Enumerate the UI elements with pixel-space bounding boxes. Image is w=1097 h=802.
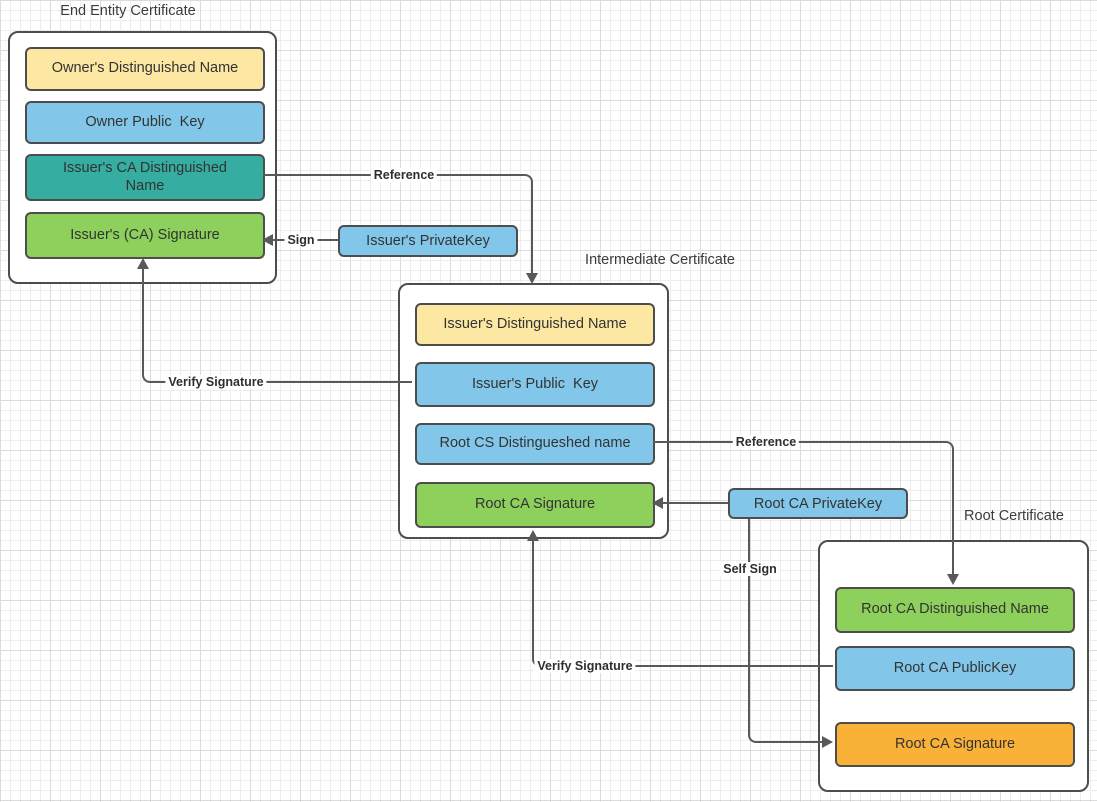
field-owners-distinguished-name: Owner's Distinguished Name bbox=[25, 47, 265, 91]
edge-label-reference-1: Reference bbox=[370, 168, 438, 182]
reference-to-root-connector bbox=[653, 441, 954, 578]
edge-label-sign: Sign bbox=[284, 233, 318, 247]
edge-label-verify-signature-1: Verify Signature bbox=[165, 375, 267, 389]
edge-label-verify-signature-2: Verify Signature bbox=[534, 659, 636, 673]
issuers-privatekey-box: Issuer's PrivateKey bbox=[338, 225, 518, 257]
arrowhead-left-icon bbox=[262, 234, 273, 246]
field-root-ca-publickey: Root CA PublicKey bbox=[835, 646, 1075, 691]
field-issuers-ca-distinguished-name: Issuer's CA Distinguished Name bbox=[25, 154, 265, 201]
field-owner-public-key: Owner Public Key bbox=[25, 101, 265, 144]
field-issuers-public-key: Issuer's Public Key bbox=[415, 362, 655, 407]
arrowhead-down-icon bbox=[526, 273, 538, 284]
field-root-ca-distinguished-name: Root CA Distinguished Name bbox=[835, 587, 1075, 633]
intermediate-certificate-title: Intermediate Certificate bbox=[585, 252, 735, 268]
arrowhead-up-icon bbox=[137, 258, 149, 269]
root-certificate-title: Root Certificate bbox=[964, 508, 1064, 524]
end-entity-certificate-title: End Entity Certificate bbox=[60, 3, 196, 19]
arrowhead-right-icon bbox=[822, 736, 833, 748]
intermediate-certificate-group: Issuer's Distinguished Name Issuer's Pub… bbox=[398, 283, 669, 539]
field-issuers-distinguished-name: Issuer's Distinguished Name bbox=[415, 303, 655, 346]
field-root-cs-distingueshed-name: Root CS Distingueshed name bbox=[415, 423, 655, 465]
arrowhead-up-icon bbox=[527, 530, 539, 541]
edge-label-reference-2: Reference bbox=[732, 435, 800, 449]
field-root-ca-signature-intermediate: Root CA Signature bbox=[415, 482, 655, 528]
self-sign-connector bbox=[748, 519, 824, 743]
edge-label-self-sign: Self Sign bbox=[720, 562, 780, 576]
arrowhead-down-icon bbox=[947, 574, 959, 585]
field-root-ca-signature-root: Root CA Signature bbox=[835, 722, 1075, 767]
arrowhead-left-icon bbox=[652, 497, 663, 509]
field-issuers-ca-signature: Issuer's (CA) Signature bbox=[25, 212, 265, 259]
end-entity-certificate-group: Owner's Distinguished Name Owner Public … bbox=[8, 31, 277, 284]
verify-signature-intermediate-connector bbox=[532, 532, 833, 667]
root-key-sign-connector bbox=[661, 502, 728, 504]
root-ca-privatekey-box: Root CA PrivateKey bbox=[728, 488, 908, 519]
verify-signature-end-entity-connector bbox=[142, 261, 412, 383]
